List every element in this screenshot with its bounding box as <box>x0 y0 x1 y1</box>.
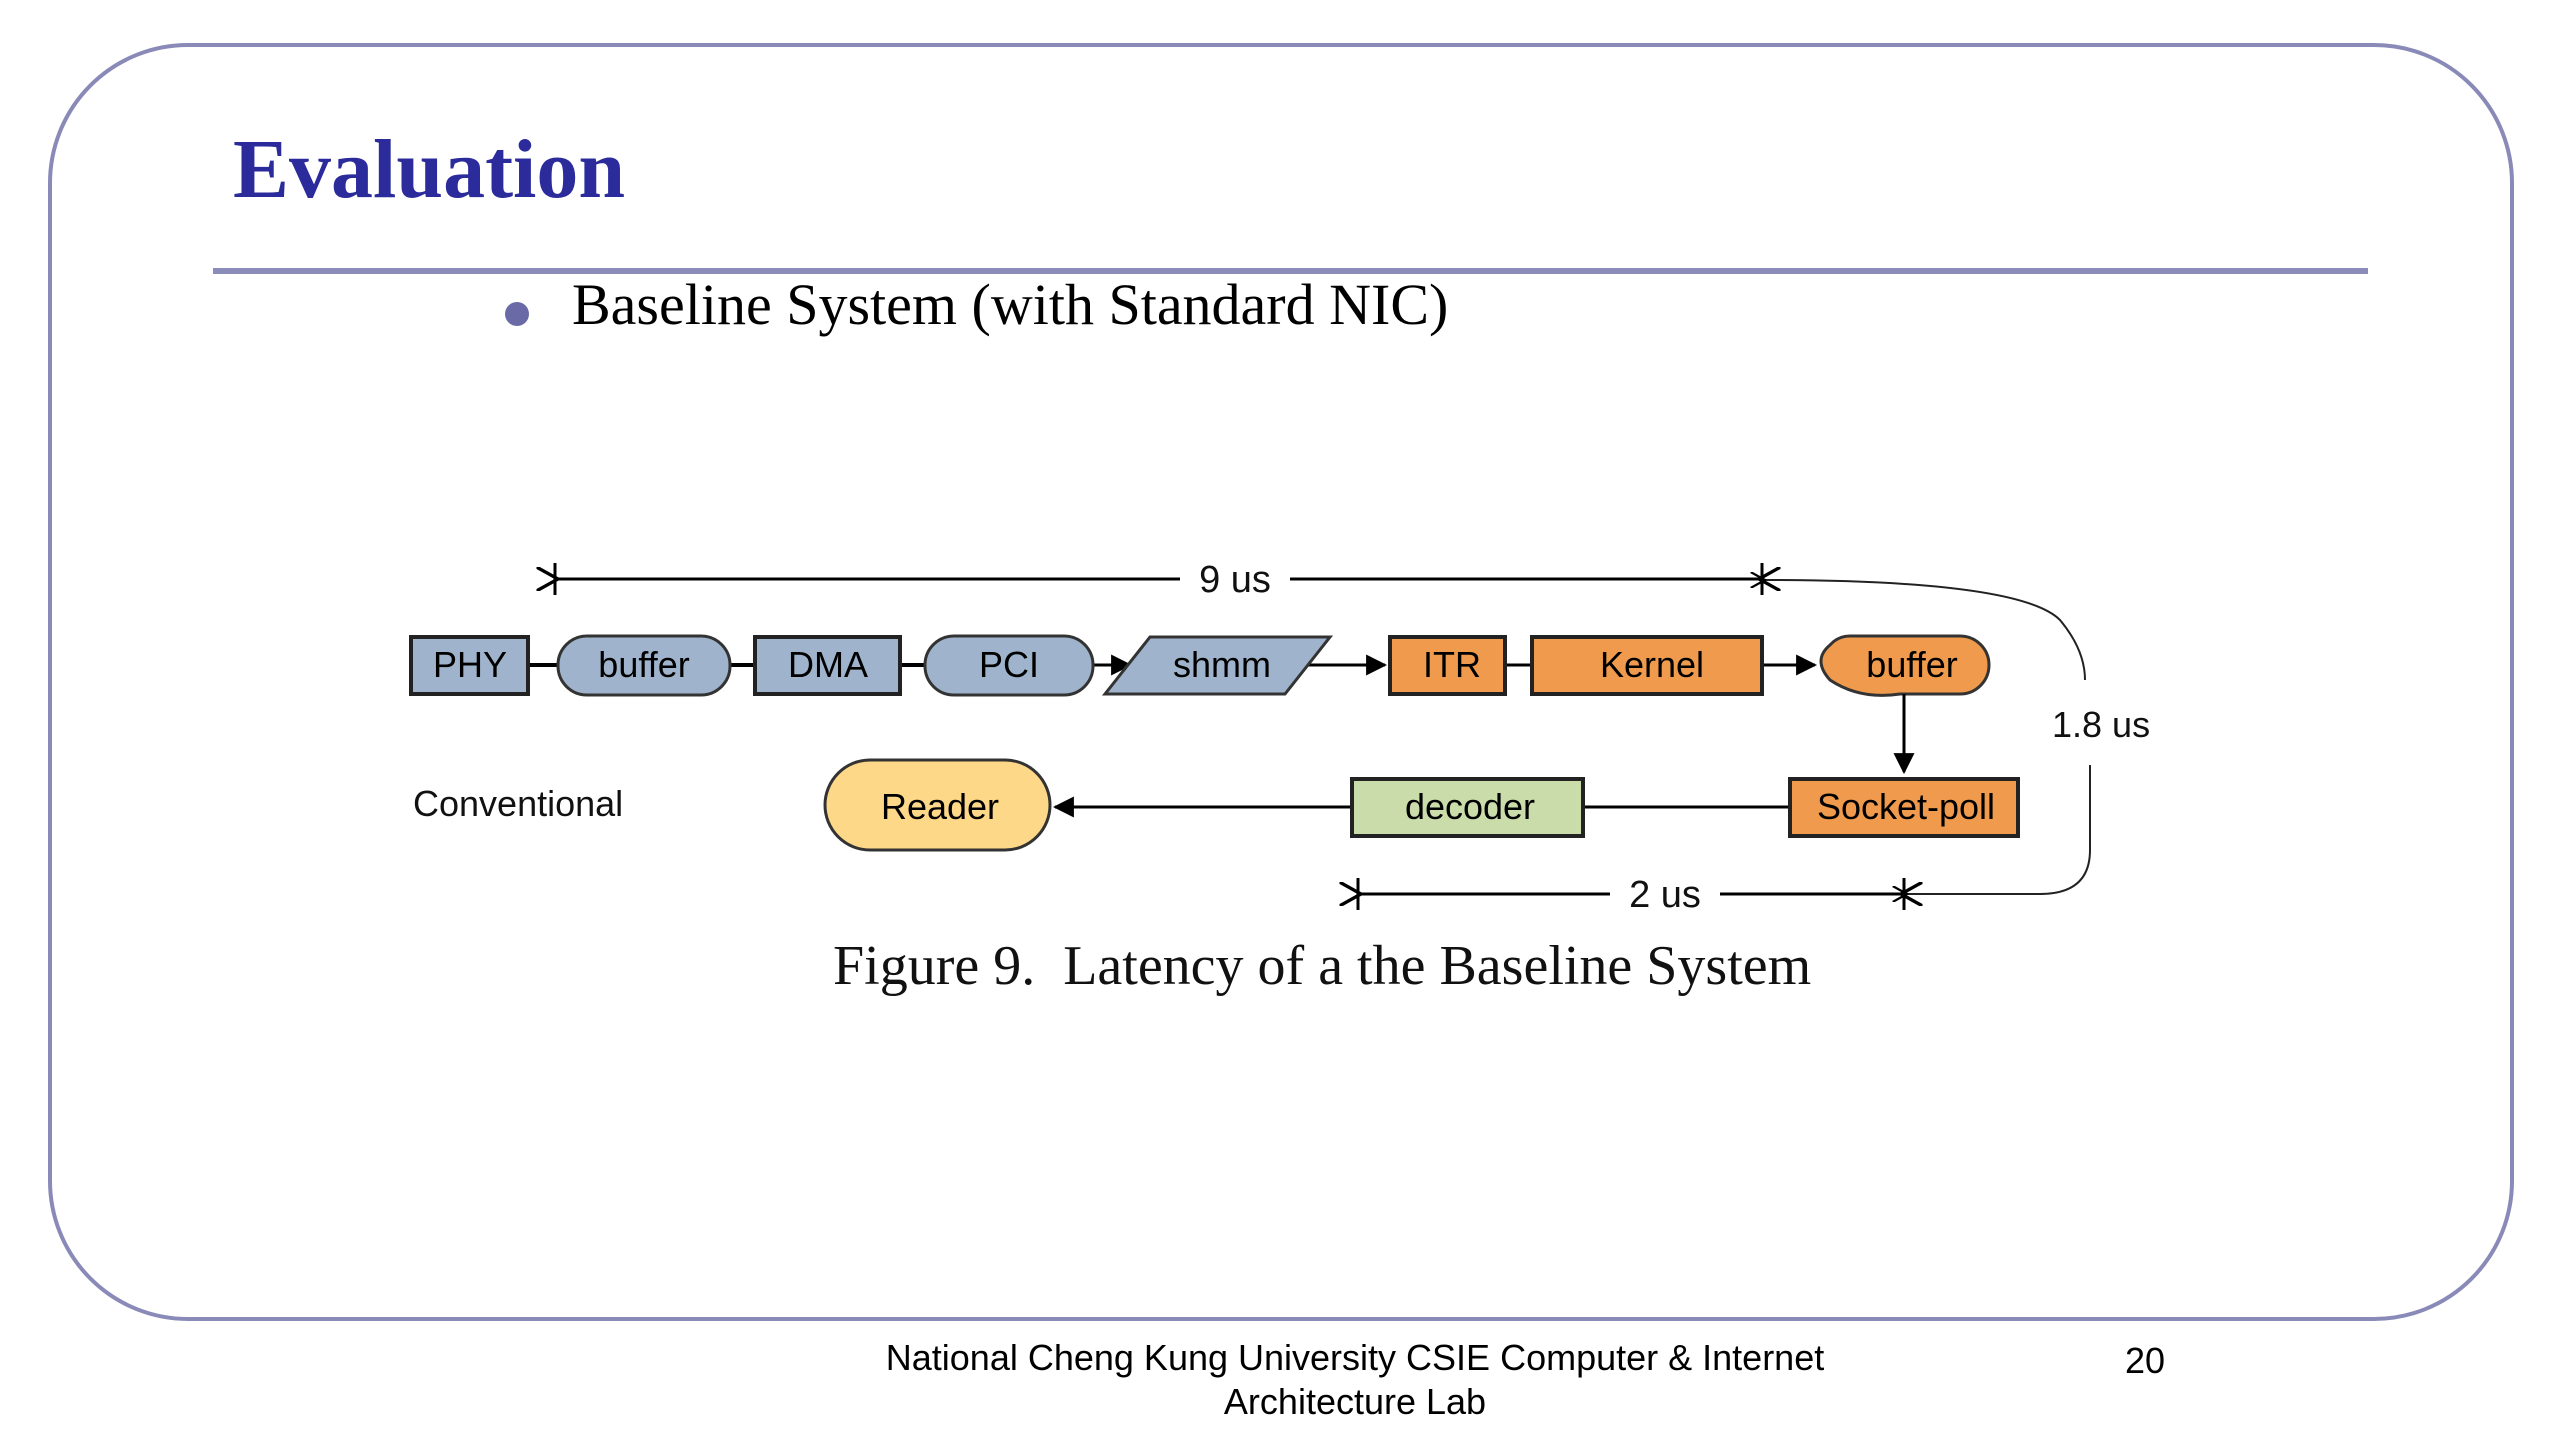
bullet-icon <box>505 302 529 326</box>
node-shmm: shmm <box>1101 635 1334 696</box>
span-2us: 2 us <box>1358 874 1904 916</box>
node-label: Socket-poll <box>1817 786 1995 827</box>
page-number: 20 <box>2125 1340 2166 1381</box>
node-label: PHY <box>433 644 507 685</box>
node-label: ITR <box>1423 644 1481 685</box>
node-buffer-nic: buffer <box>556 634 732 697</box>
node-phy: PHY <box>409 635 530 696</box>
slide-border <box>48 43 2514 1321</box>
span-9us: 9 us <box>555 559 1762 601</box>
footer-line-1: National Cheng Kung University CSIE Comp… <box>885 1337 1825 1378</box>
loop-curve-bottom <box>1907 765 2091 894</box>
bullet-text: Baseline System (with Standard NIC) <box>572 272 1449 337</box>
node-label: buffer <box>598 644 689 685</box>
span-2us-label: 2 us <box>1629 874 1701 916</box>
node-kernel: Kernel <box>1530 635 1764 696</box>
node-label: PCI <box>979 644 1039 685</box>
loop-label: 1.8 us <box>2052 704 2150 745</box>
node-decoder: decoder <box>1350 777 1585 838</box>
node-label: DMA <box>788 644 868 685</box>
loop-1-8us: 1.8 us <box>1765 580 2150 894</box>
node-pci: PCI <box>923 634 1095 697</box>
node-label: decoder <box>1405 786 1535 827</box>
footer-line-2: Architecture Lab <box>1223 1381 1487 1422</box>
span-9us-label: 9 us <box>1199 559 1271 601</box>
footer: National Cheng Kung University CSIE Comp… <box>820 1336 1890 1424</box>
figure-caption: Figure 9. Latency of a the Baseline Syst… <box>833 935 1812 997</box>
node-label: Kernel <box>1600 644 1704 685</box>
node-reader: Reader <box>823 758 1052 852</box>
node-label: buffer <box>1866 644 1957 685</box>
loop-curve-top <box>1765 580 2086 681</box>
slide-title: Evaluation <box>233 123 626 216</box>
node-itr: ITR <box>1388 635 1507 696</box>
node-label: Reader <box>881 786 999 827</box>
node-label: shmm <box>1173 644 1271 685</box>
node-dma: DMA <box>753 635 902 696</box>
node-buffer-kernel: buffer <box>1819 634 1991 697</box>
row-label-conventional: Conventional <box>413 783 623 824</box>
node-socket-poll: Socket-poll <box>1788 777 2020 838</box>
title-divider <box>213 268 2368 274</box>
